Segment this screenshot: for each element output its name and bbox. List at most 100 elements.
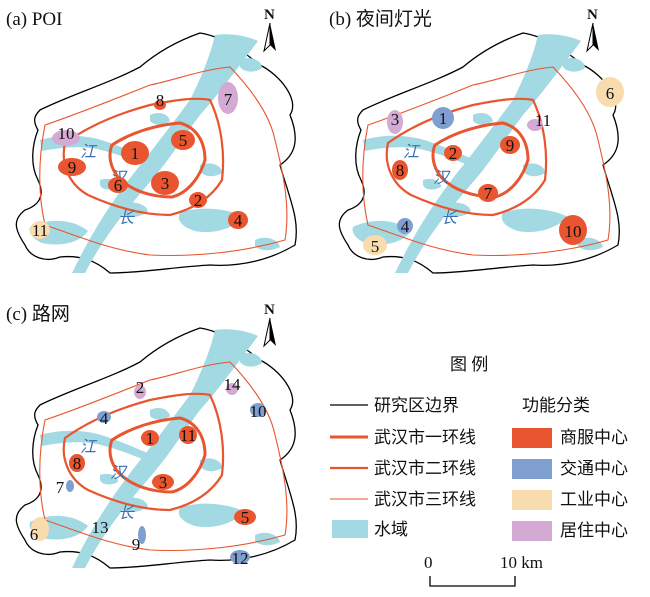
legend-transport-label: 交通中心	[560, 459, 628, 478]
center-blob-commercial	[179, 426, 197, 444]
center-label: 8	[73, 454, 82, 473]
center-blob-transport	[250, 403, 266, 417]
center-label: 2	[449, 144, 458, 163]
scale-end-label: 10 km	[500, 553, 543, 572]
scale-bar-line	[429, 576, 516, 587]
center-label: 9	[506, 136, 515, 155]
center-blob-commercial	[392, 160, 408, 180]
center-label: 5	[241, 508, 250, 527]
center-label: 2	[194, 191, 203, 210]
center-label: 4	[401, 217, 410, 236]
river-label: 长	[118, 209, 135, 227]
legend-water-symbol	[332, 520, 368, 538]
river-label: 江	[80, 438, 98, 456]
center-blob-commercial	[121, 141, 149, 165]
center-label: 4	[234, 211, 243, 230]
legend-residential-label: 居住中心	[560, 521, 628, 540]
north-label: N	[264, 7, 275, 23]
river-label: 江	[403, 143, 421, 161]
center-label: 3	[159, 473, 168, 492]
center-label: 6	[114, 176, 123, 195]
north-label: N	[264, 302, 275, 318]
center-blob-commercial	[171, 130, 195, 150]
center-label: 1	[146, 429, 155, 448]
legend-ring2-label: 武汉市二环线	[374, 459, 476, 478]
legend-function-title: 功能分类	[522, 396, 590, 415]
legend: 图 例 研究区边界 武汉市一环线 武汉市二环线 武汉市三环线 水域 功能分类 商…	[330, 355, 628, 541]
center-label: 2	[136, 378, 145, 397]
center-blob-commercial	[108, 177, 128, 193]
center-blob-industrial	[363, 235, 387, 255]
river-label: 长	[118, 504, 135, 522]
center-label: 3	[161, 174, 170, 193]
center-label: 10	[565, 222, 582, 241]
legend-title: 图 例	[450, 355, 488, 374]
legend-ring3-label: 武汉市三环线	[374, 490, 476, 509]
center-label: 10	[250, 402, 267, 421]
center-blob-commercial	[154, 100, 166, 110]
center-label: 9	[132, 535, 141, 554]
center-blob-commercial	[151, 171, 179, 195]
center-label: 7	[224, 90, 233, 109]
center-label: 12	[232, 549, 249, 568]
legend-boundary-label: 研究区边界	[374, 396, 459, 415]
center-blob-industrial	[596, 77, 624, 107]
legend-residential-symbol	[512, 521, 552, 541]
center-blob-transport	[432, 107, 454, 129]
center-label: 11	[180, 426, 196, 445]
river-label: 汉	[110, 464, 128, 482]
river-label: 汉	[433, 169, 451, 187]
center-blob-residential	[134, 385, 146, 399]
legend-ring1-label: 武汉市一环线	[374, 428, 476, 447]
north-label: N	[587, 7, 598, 23]
center-blob-residential	[218, 82, 238, 114]
center-blob-transport	[138, 526, 146, 544]
center-blob-residential	[527, 119, 543, 131]
center-blob-commercial	[478, 184, 498, 202]
center-label: 11	[32, 221, 48, 240]
panel-title: (c) 路网	[6, 303, 70, 325]
center-blob-residential	[387, 110, 403, 134]
center-blob-transport	[397, 218, 413, 234]
panel-title: (b) 夜间灯光	[329, 8, 432, 30]
center-label: 4	[100, 409, 109, 428]
center-blob-commercial	[234, 509, 256, 525]
center-blob-transport	[230, 550, 250, 564]
center-blob-commercial	[559, 215, 587, 245]
center-blob-commercial	[58, 158, 86, 176]
center-blob-commercial	[69, 454, 85, 472]
center-blob-industrial	[30, 221, 50, 239]
center-label: 1	[131, 144, 140, 163]
center-label: 5	[179, 131, 188, 150]
legend-commercial-symbol	[512, 428, 552, 448]
center-blob-commercial	[189, 192, 207, 208]
center-label: 13	[92, 518, 109, 537]
center-label: 3	[391, 110, 400, 129]
center-label: 7	[484, 184, 493, 203]
panel-title: (a) POI	[6, 9, 62, 30]
center-label: 8	[396, 161, 405, 180]
center-blob-transport	[97, 411, 111, 423]
center-label: 1	[439, 109, 448, 128]
legend-industrial-symbol	[512, 490, 552, 510]
center-blob-commercial	[141, 430, 159, 446]
center-label: 11	[535, 111, 551, 130]
center-label: 10	[58, 124, 75, 143]
center-label: 7	[56, 478, 65, 497]
map-base-a	[14, 21, 298, 275]
center-blob-commercial	[500, 136, 520, 154]
legend-water-label: 水域	[374, 520, 408, 539]
legend-industrial-label: 工业中心	[560, 490, 628, 509]
scale-start-label: 0	[424, 553, 433, 572]
center-blob-commercial	[228, 211, 248, 229]
center-label: 9	[68, 158, 77, 177]
legend-commercial-label: 商服中心	[560, 428, 628, 447]
center-label: 6	[30, 525, 39, 544]
center-label: 14	[224, 375, 242, 394]
river-label: 江	[80, 143, 98, 161]
center-blob-residential	[52, 130, 80, 146]
